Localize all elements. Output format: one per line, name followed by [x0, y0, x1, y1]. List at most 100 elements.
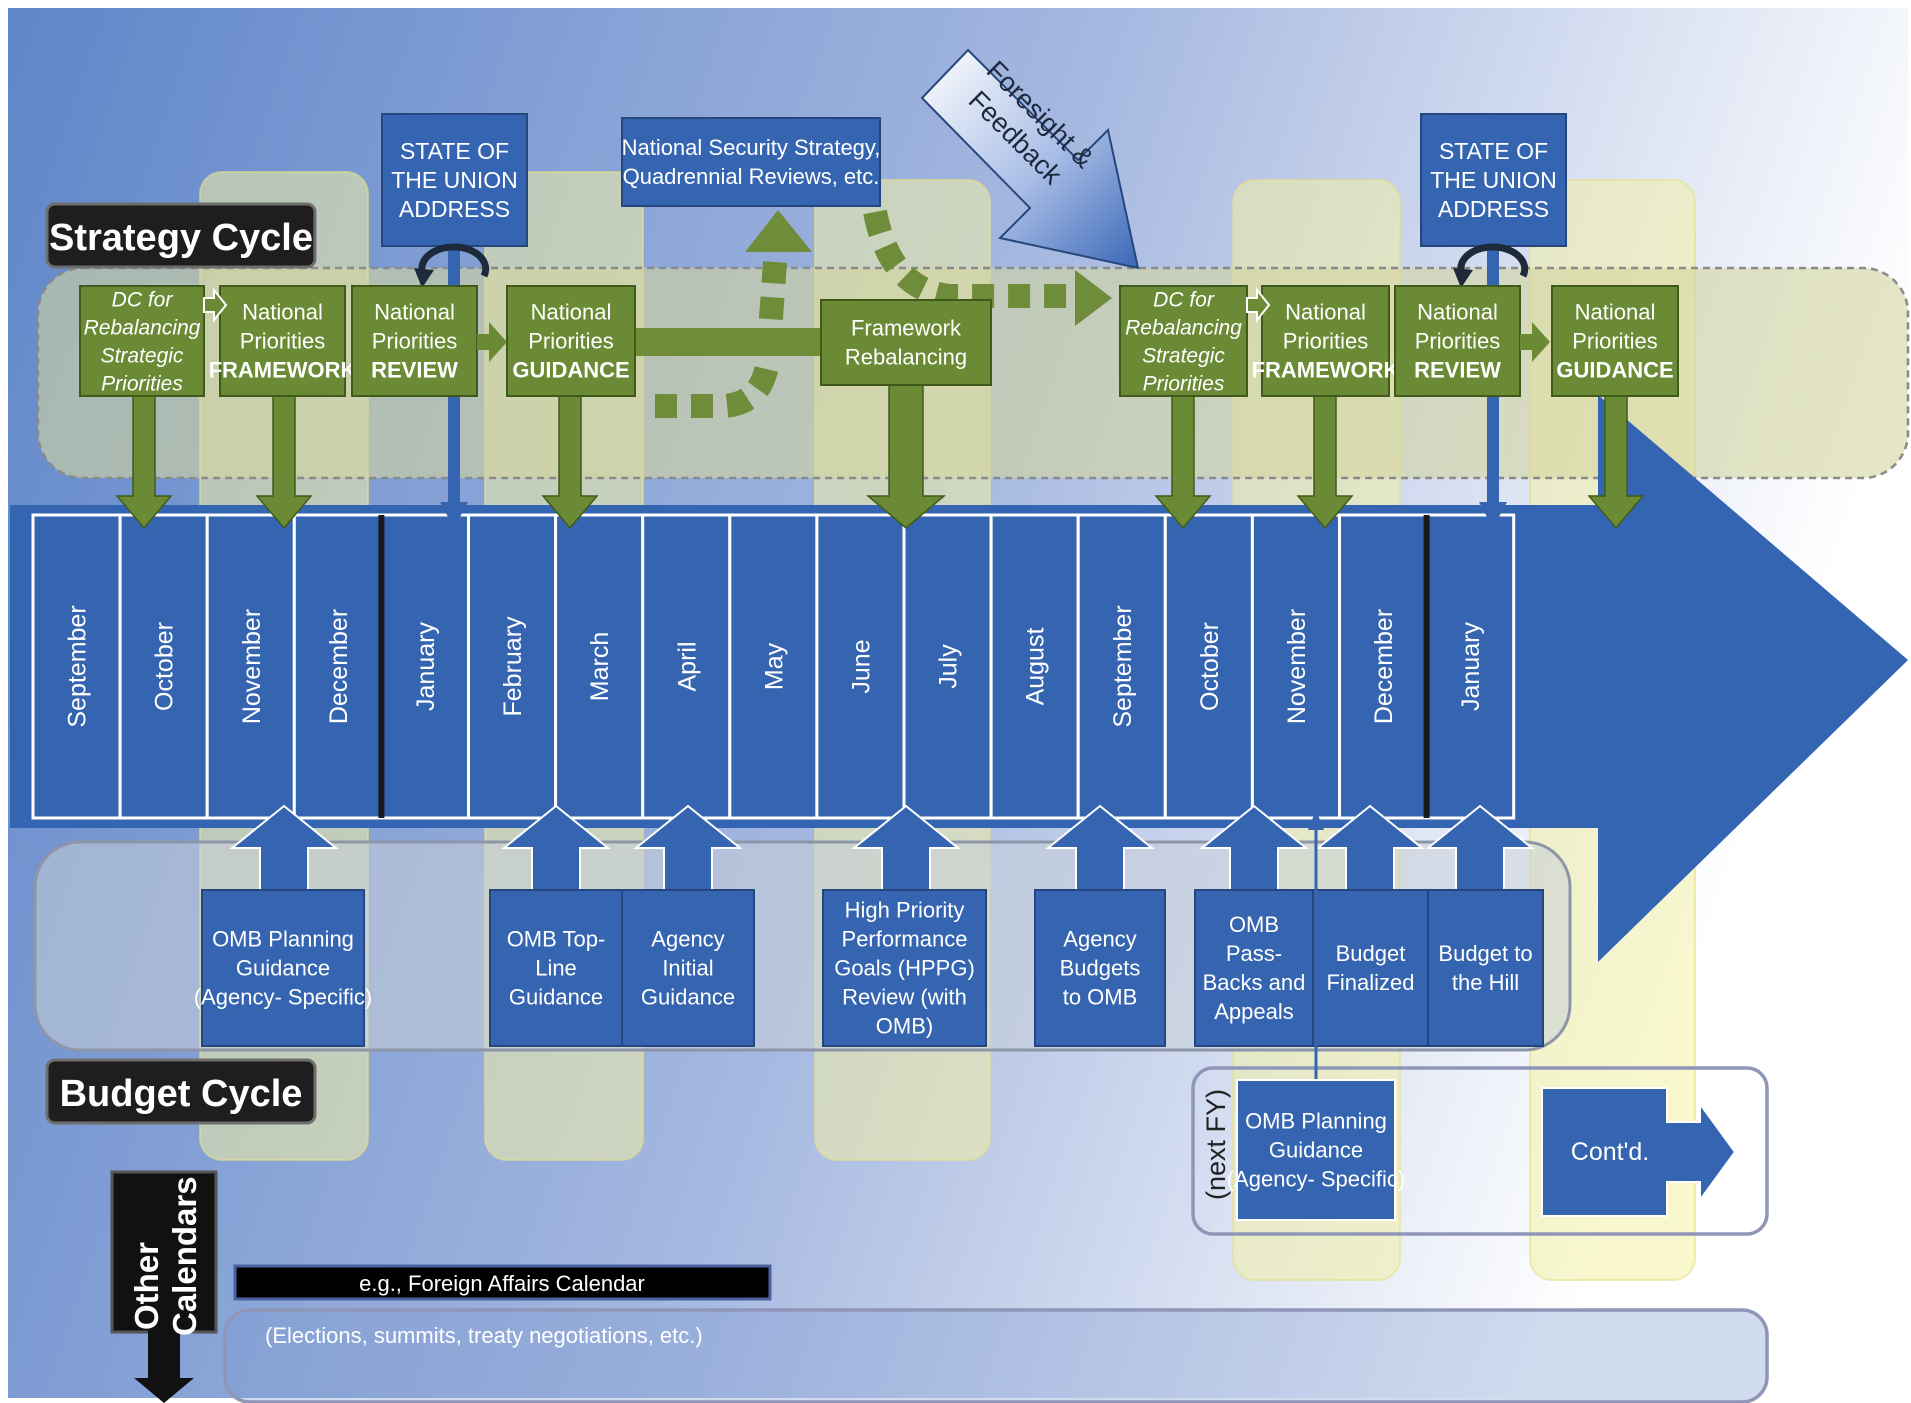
- other-calendars-zone: [223, 1308, 1769, 1403]
- strategy-step-6-line-2: Rebalancing: [1125, 316, 1242, 339]
- step-connector-arrow: [477, 322, 507, 362]
- strategy-step-7-line-1: National: [1285, 300, 1366, 325]
- strategy-step-1-line-3: Strategic: [101, 344, 184, 367]
- month-cell: January: [379, 513, 470, 820]
- budget-item-4-line-4: Review (with: [842, 985, 967, 1010]
- strategy-step-6-line-3: Strategic: [1142, 344, 1225, 367]
- next-fy-zone: [1191, 1066, 1769, 1236]
- budget-item-3-line-3: Guidance: [641, 985, 735, 1010]
- budget-up-arrows: [229, 804, 1535, 891]
- top-event-2-line-2: Quadrennial Reviews, etc.: [623, 164, 880, 189]
- budget-item-1-line-2: Guidance: [236, 956, 330, 981]
- strategy-step-6-line-4: Priorities: [1143, 372, 1225, 395]
- next-fy-connector-head: [1308, 810, 1324, 830]
- month-cell: October: [118, 513, 209, 820]
- next-fy-side-label: (next FY): [1201, 1089, 1231, 1200]
- connector-guidance-to-framework: [635, 328, 821, 356]
- cycle-arrow-icon: [418, 243, 490, 278]
- step-connector-arrow: [1520, 322, 1550, 362]
- budget-item-4-line-5: OMB): [876, 1014, 933, 1039]
- budget-item-2-line-1: OMB Top-: [507, 927, 606, 952]
- dashed-arrow-to-dc: [863, 209, 1075, 308]
- month-cell: December: [292, 513, 383, 820]
- budget-item-4-line-3: Goals (HPPG): [834, 956, 975, 981]
- budget-item-5-line-1: Agency: [1063, 927, 1136, 952]
- dashed-feedback-arrows: [655, 209, 1075, 418]
- budget-item-box: [201, 889, 365, 1047]
- green-down-arrow: [1296, 395, 1354, 530]
- cycle-arrow-icon: [1457, 243, 1529, 278]
- cycle-arrow-head-icon: [1453, 268, 1473, 288]
- blue-up-arrow: [633, 804, 743, 891]
- strategy-step-5-line-1: Framework: [851, 316, 962, 341]
- other-calendars-label-box: [110, 1170, 218, 1334]
- month-label: May: [760, 642, 788, 690]
- top-event-box: [621, 117, 881, 207]
- month-cell-box: [467, 513, 558, 820]
- other-calendars-label-line2: Calendars: [166, 1176, 203, 1336]
- strategy-step-1-line-1: DC for: [112, 288, 174, 311]
- month-cell: August: [989, 513, 1080, 820]
- step-connector-arrow: [1246, 287, 1271, 323]
- month-label: March: [586, 632, 614, 701]
- strategy-step-box: [219, 285, 346, 397]
- strategy-step-box: [79, 285, 205, 397]
- month-cell-box: [554, 513, 645, 820]
- dashed-arrow-head-up: [745, 210, 812, 252]
- strategy-step-9-line-1: National: [1575, 300, 1656, 325]
- budget-item-box: [1034, 889, 1166, 1047]
- cycle-arrow-head-icon: [414, 268, 434, 288]
- budget-item-3-line-2: Initial: [662, 956, 713, 981]
- month-label: December: [1370, 609, 1398, 724]
- budget-item-box: [1427, 889, 1544, 1047]
- budget-item-2-line-2: Line: [535, 956, 577, 981]
- budget-item-box: [1312, 889, 1429, 1047]
- budget-item-1-line-1: OMB Planning: [212, 927, 354, 952]
- dashed-arrow-head-right: [1075, 270, 1112, 326]
- budget-item-4-line-1: High Priority: [845, 898, 965, 923]
- other-calendars-label-line1: Other: [128, 1242, 165, 1330]
- month-label: September: [64, 605, 92, 727]
- budget-item-7-line-2: Finalized: [1326, 970, 1414, 995]
- month-cell-box: [1163, 513, 1254, 820]
- budget-item-box: [489, 889, 623, 1047]
- contd-text: Cont'd.: [1571, 1138, 1649, 1166]
- step-connector-arrow: [203, 287, 228, 323]
- next-fy-box: [1236, 1079, 1396, 1221]
- budget-cycle-zone: [33, 840, 1572, 1052]
- top-event-3-line-2: THE UNION: [1430, 167, 1557, 193]
- top-event-3-line-3: ADDRESS: [1438, 196, 1549, 222]
- month-label: April: [673, 641, 701, 691]
- green-down-arrow: [115, 395, 173, 530]
- budget-item-6-line-1: OMB: [1229, 912, 1279, 937]
- month-label: February: [499, 616, 527, 717]
- strategy-step-box: [820, 299, 992, 386]
- other-calendars: Other Calendars e.g., Foreign Affairs Ca…: [110, 1170, 772, 1403]
- budget-item-6-line-2: Pass-: [1226, 941, 1282, 966]
- strategy-cycle-label-text: Strategy Cycle: [49, 217, 313, 259]
- strategy-step-2-line-3: FRAMEWORK: [209, 358, 357, 383]
- strategy-step-9-line-3: GUIDANCE: [1556, 358, 1673, 383]
- budget-item-6-line-4: Appeals: [1214, 999, 1294, 1024]
- top-event-3-line-1: STATE OF: [1439, 138, 1548, 164]
- top-event-2-line-1: National Security Strategy,: [622, 135, 881, 160]
- next-fy-line-3: (Agency- Specific): [1227, 1167, 1406, 1192]
- strategy-step-box: [506, 285, 636, 397]
- month-cell: January: [1425, 513, 1516, 820]
- month-cell: June: [815, 513, 906, 820]
- budget-item-box: [621, 889, 755, 1047]
- strategy-step-1-line-4: Priorities: [101, 372, 183, 395]
